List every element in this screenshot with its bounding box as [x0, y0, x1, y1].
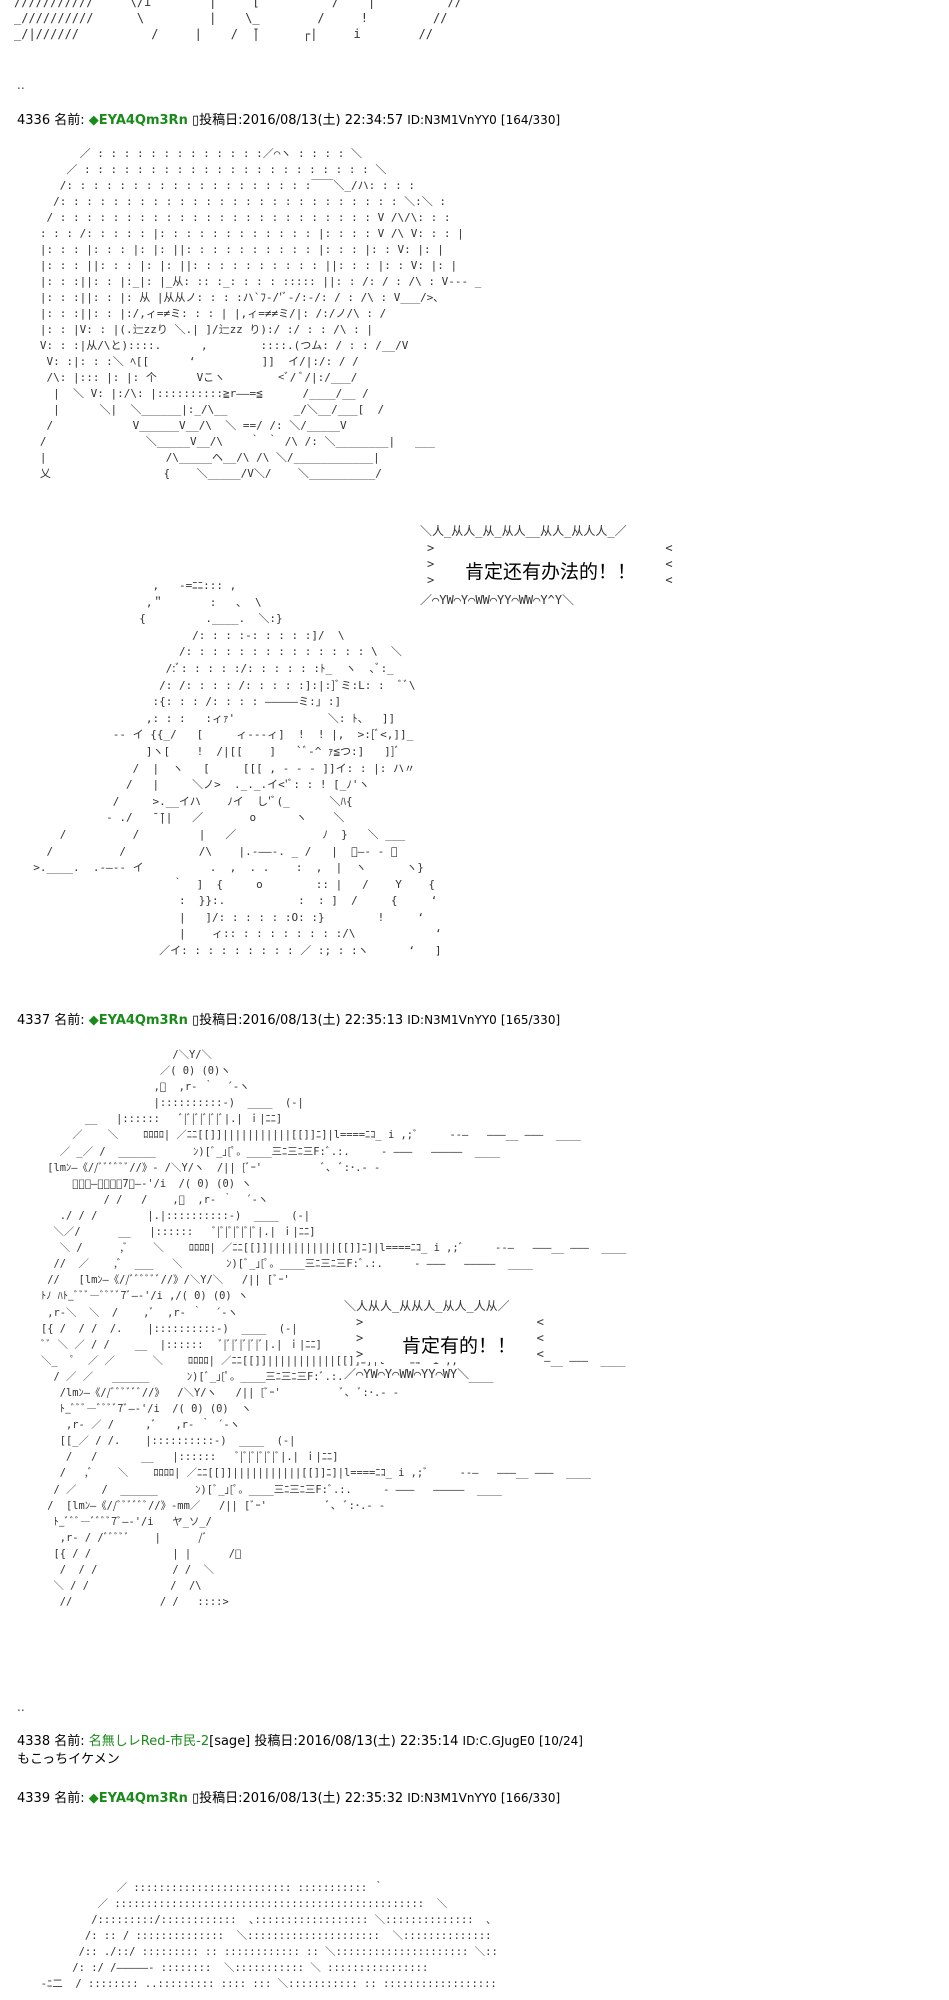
bubble-top: ＼人_从人_从_从人__从人_从人人_／	[420, 524, 627, 538]
mail-icon[interactable]: ▯	[191, 1013, 200, 1028]
bubble-top: ＼人从人_从从人_从人_人从／	[344, 1298, 510, 1314]
post-number: 4337	[17, 1013, 51, 1028]
post-date: 2016/08/13(土) 22:34:57	[242, 113, 404, 128]
name-label: 名前:	[54, 1791, 85, 1806]
bubble-text: 肯定还有办法的！！	[465, 561, 637, 583]
aa-girl-body: , -=ﾆﾆ::: , ,＂ : ､ \ { .____. ＼:} /: : :…	[33, 579, 442, 958]
post-date: 2016/08/13(土) 22:35:14	[297, 1734, 459, 1749]
bubble-text: 肯定有的！！	[402, 1331, 517, 1358]
sage-tag: [sage]	[209, 1734, 251, 1749]
separator-dots: ..	[17, 1700, 25, 1714]
post-date: 2016/08/13(土) 22:35:32	[242, 1791, 404, 1806]
post-count: [10/24]	[538, 1734, 583, 1748]
poster-trip[interactable]: ◆EYA4Qm3Rn	[88, 1013, 188, 1028]
post-body-4338: もこっちイケメン	[17, 1752, 120, 1767]
bubble-bottom: ／⌒YW⌒Y⌒WW⌒YY⌒WW⌒Y^Y＼	[420, 593, 575, 607]
poster-name[interactable]: 名無しレRed-市民-2	[88, 1734, 210, 1749]
post-number: 4338	[17, 1734, 51, 1749]
date-label: 投稿日:	[254, 1734, 298, 1749]
post-count: [164/330]	[500, 113, 561, 127]
poster-trip[interactable]: ◆EYA4Qm3Rn	[88, 113, 188, 128]
poster-id[interactable]: ID:N3M1VnYY0	[407, 113, 497, 127]
post-header-4338: 4338 名前: 名無しレRed-市民-2[sage] 投稿日:2016/08/…	[17, 1733, 583, 1750]
name-label: 名前:	[54, 1013, 85, 1028]
post-header-4337: 4337 名前: ◆EYA4Qm3Rn ▯投稿日:2016/08/13(土) 2…	[17, 1012, 560, 1029]
post-number: 4339	[17, 1791, 51, 1806]
aa-fragment-top: /////////// \/i | [ / | // _////////// \…	[14, 0, 462, 42]
name-label: 名前:	[54, 113, 85, 128]
mail-icon[interactable]: ▯	[191, 1791, 200, 1806]
aa-girl-head: ／ : : : : : : : : : : : : :／⌒ヽ : : : : ＼…	[39, 147, 482, 480]
post-date: 2016/08/13(土) 22:35:13	[242, 1013, 404, 1028]
post-header-4339: 4339 名前: ◆EYA4Qm3Rn ▯投稿日:2016/08/13(土) 2…	[17, 1790, 560, 1807]
poster-id[interactable]: ID:N3M1VnYY0	[407, 1791, 497, 1805]
poster-trip[interactable]: ◆EYA4Qm3Rn	[88, 1791, 188, 1806]
post-count: [165/330]	[500, 1013, 561, 1027]
bubble-bottom: ／⌒YW⌒Y⌒WW⌒YY⌒WY＼	[344, 1366, 470, 1382]
post-header-4336: 4336 名前: ◆EYA4Qm3Rn ▯投稿日:2016/08/13(土) 2…	[17, 112, 560, 129]
bubble-sides: > < > < > <	[427, 541, 673, 587]
post-count: [166/330]	[500, 1791, 561, 1805]
aa-bottom: ／ ::::::::::::::::::::::::: ::::::::::: …	[40, 1882, 498, 1990]
date-label: 投稿日:	[199, 113, 243, 128]
separator-dots: ..	[17, 78, 25, 92]
mail-icon[interactable]: ▯	[191, 113, 200, 128]
poster-id[interactable]: ID:N3M1VnYY0	[407, 1013, 497, 1027]
date-label: 投稿日:	[199, 1791, 243, 1806]
post-number: 4336	[17, 113, 51, 128]
name-label: 名前:	[54, 1734, 85, 1749]
poster-id[interactable]: ID:C.GJugE0	[462, 1734, 535, 1748]
date-label: 投稿日:	[199, 1013, 243, 1028]
